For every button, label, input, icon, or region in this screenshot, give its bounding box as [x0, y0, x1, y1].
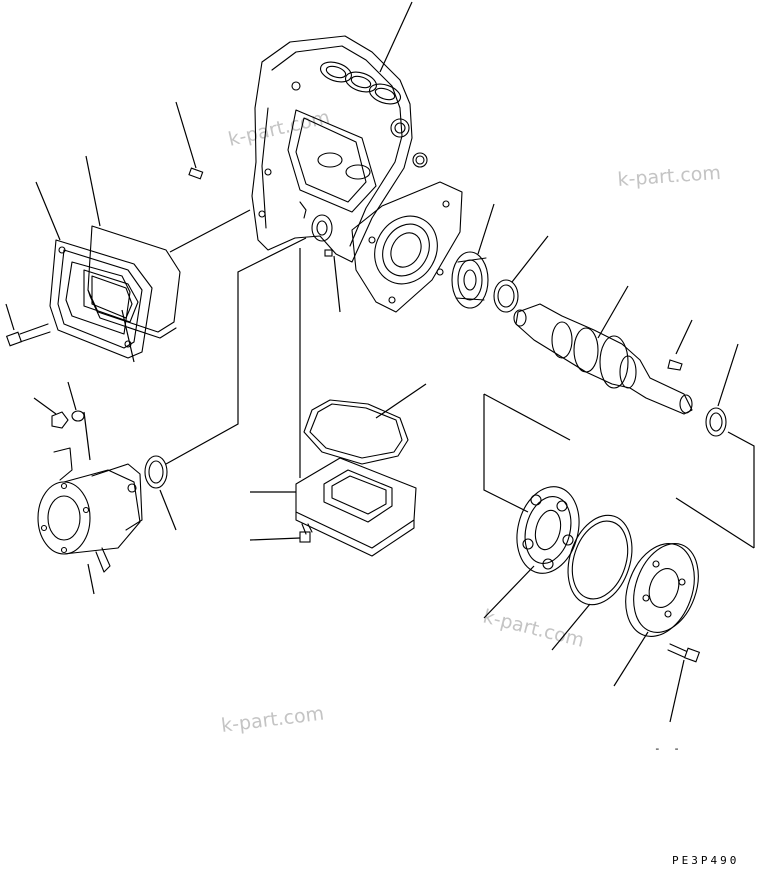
- woodruff-key: [667, 359, 683, 371]
- drawing-code: PE3P490: [672, 854, 739, 867]
- leader-lines: [5, 1, 755, 723]
- upper-shim: [493, 279, 519, 313]
- governor-o-ring: [144, 455, 168, 489]
- watermark-middle-right: k-part.com: [481, 606, 587, 652]
- watermark-top-right: k-part.com: [617, 162, 722, 191]
- upper-bearing: [451, 251, 489, 309]
- bottom-plate-bolt: [299, 523, 313, 543]
- flange-plate: [351, 181, 463, 313]
- watermark-top-left: k-part.com: [226, 106, 332, 151]
- side-cover: [83, 225, 181, 339]
- bearing-cover-gasket: [567, 514, 633, 606]
- pump-housing: [251, 35, 428, 263]
- bottom-cover-plate: [295, 457, 417, 557]
- lower-bearing: [516, 486, 580, 574]
- watermark-bottom-left: k-part.com: [220, 703, 325, 737]
- bottom-gasket: [303, 399, 409, 465]
- camshaft-shim: [705, 407, 727, 437]
- side-cover-gasket: [49, 239, 153, 359]
- dash-mark: - -: [654, 742, 683, 755]
- camshaft: [513, 303, 693, 415]
- bearing-cover: [625, 543, 699, 637]
- governor-nut: [51, 410, 85, 429]
- bearing-cover-bolt: [667, 643, 701, 663]
- dowel-pin: [188, 167, 204, 180]
- governor-housing: [37, 447, 143, 573]
- cover-bolt: [5, 323, 51, 347]
